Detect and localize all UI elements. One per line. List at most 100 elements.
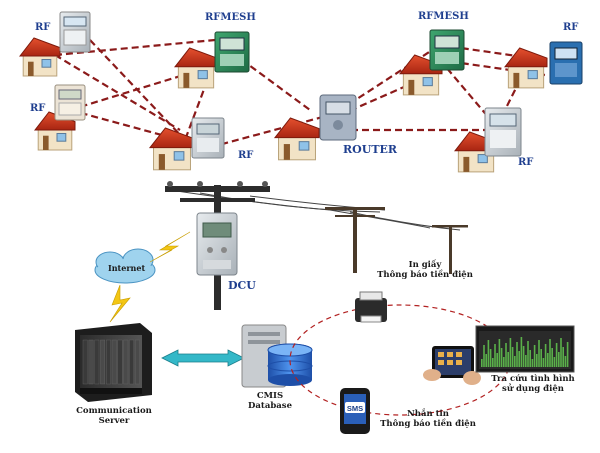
house-3 <box>173 47 218 89</box>
usage-bar <box>536 354 538 367</box>
db-label-line2: Database <box>248 400 292 411</box>
usage-bar <box>483 345 485 367</box>
usage-bar <box>518 351 520 367</box>
usage-bar <box>525 355 527 367</box>
meter-rfmesh-left <box>214 31 250 73</box>
usage-bar <box>487 340 490 367</box>
usage-bar <box>503 357 505 367</box>
usage-bar <box>529 350 531 367</box>
usage-bar <box>496 353 498 367</box>
label-router: ROUTER <box>343 143 398 156</box>
label-rf-center: RF <box>238 150 254 161</box>
usage-bar <box>553 357 556 367</box>
usage-bar <box>566 342 569 367</box>
usage-bar <box>507 352 509 367</box>
meter-router <box>319 94 357 141</box>
usage-bar <box>555 343 558 367</box>
usage-chart-screen <box>475 325 575 373</box>
usage-bar <box>544 344 547 367</box>
server-blade <box>82 339 88 385</box>
label-dcu: DCU <box>228 279 256 292</box>
usage-bar <box>533 345 536 367</box>
usage-bar <box>540 349 542 367</box>
usage-bar <box>505 343 507 367</box>
usage-bar <box>516 342 518 367</box>
usage-bar <box>549 339 551 367</box>
server-label-line1: Communication <box>76 406 152 416</box>
print-label-line1: In giấy <box>408 260 442 270</box>
house-7 <box>503 47 548 89</box>
label-usage-lookup: Tra cứu tình hình sử dụng điện <box>478 374 588 395</box>
lookup-label-line2: sử dụng điện <box>502 383 564 394</box>
usage-bar <box>509 338 512 367</box>
usage-bar <box>547 353 549 367</box>
label-rf-top-right: RF <box>563 22 579 33</box>
usage-bar <box>538 340 540 367</box>
label-rf-right: RF <box>518 157 534 168</box>
server-blade <box>123 339 129 385</box>
server-blade <box>94 339 100 385</box>
usage-bar <box>511 347 514 367</box>
dcu-meter <box>196 212 238 276</box>
server-database-link <box>161 349 245 367</box>
utility-pole-2 <box>325 207 385 273</box>
sms-phone-icon: SMS <box>340 388 370 434</box>
meter-rf-top-left <box>59 11 91 53</box>
usage-bar <box>481 359 483 367</box>
label-print-notice: In giấy Thông báo tiền điện <box>360 260 490 281</box>
usage-bar <box>492 358 494 367</box>
sms-label-line2: Thông báo tiền điện <box>380 418 476 429</box>
usage-bar <box>489 349 492 367</box>
server-blade <box>100 339 106 385</box>
lookup-label-line1: Tra cứu tình hình <box>491 374 575 384</box>
usage-bar <box>494 344 496 367</box>
usage-bar <box>520 337 523 367</box>
server-blade <box>129 339 134 385</box>
house-4 <box>148 127 195 171</box>
server-label-line2: Server <box>98 415 130 426</box>
label-rf-top-left: RF <box>35 22 51 33</box>
meter-rf-right <box>484 107 522 157</box>
server-blade <box>105 339 111 385</box>
usage-bar <box>551 348 553 367</box>
meter-rfmesh-right <box>429 29 465 71</box>
usage-bar <box>514 356 516 367</box>
usage-bar <box>558 352 560 367</box>
db-label-line1: CMIS <box>256 391 284 401</box>
meter-rf-center <box>191 117 225 159</box>
print-label-line2: Thông báo tiền điện <box>377 269 473 280</box>
usage-bar <box>522 346 525 367</box>
house-5 <box>273 117 320 161</box>
server-blade <box>117 339 123 385</box>
label-rfmesh-left: RFMESH <box>205 12 256 23</box>
lightning-bolt-icon <box>109 231 191 323</box>
label-communication-server: Communication Server <box>72 406 156 427</box>
houses <box>18 37 548 173</box>
label-rf-left: RF <box>30 103 46 114</box>
server-rack-icon <box>75 323 152 402</box>
house-1 <box>18 37 61 77</box>
server-blade <box>88 339 94 385</box>
meter-rf-top-right <box>549 41 583 85</box>
usage-bar <box>562 347 564 367</box>
utility-pole-3 <box>432 225 468 274</box>
usage-bar <box>500 348 503 367</box>
sms-badge: SMS <box>347 404 363 413</box>
usage-bar <box>498 339 501 367</box>
label-internet: Internet <box>108 263 146 273</box>
usage-bar <box>531 359 534 367</box>
server-blade <box>134 339 140 385</box>
server-blade <box>111 339 117 385</box>
label-sms-notice: Nhắn tin Thông báo tiền điện <box>372 409 484 430</box>
label-cmis-database: CMIS Database <box>242 391 298 412</box>
tablet-icon <box>423 346 481 385</box>
database-icon <box>241 324 313 388</box>
house-2 <box>33 111 76 151</box>
usage-bar <box>560 338 562 367</box>
usage-bar <box>485 354 487 367</box>
usage-bar <box>527 341 529 367</box>
internet-cloud-icon <box>94 248 156 284</box>
usage-bar <box>564 356 567 367</box>
label-rfmesh-right: RFMESH <box>418 11 469 22</box>
